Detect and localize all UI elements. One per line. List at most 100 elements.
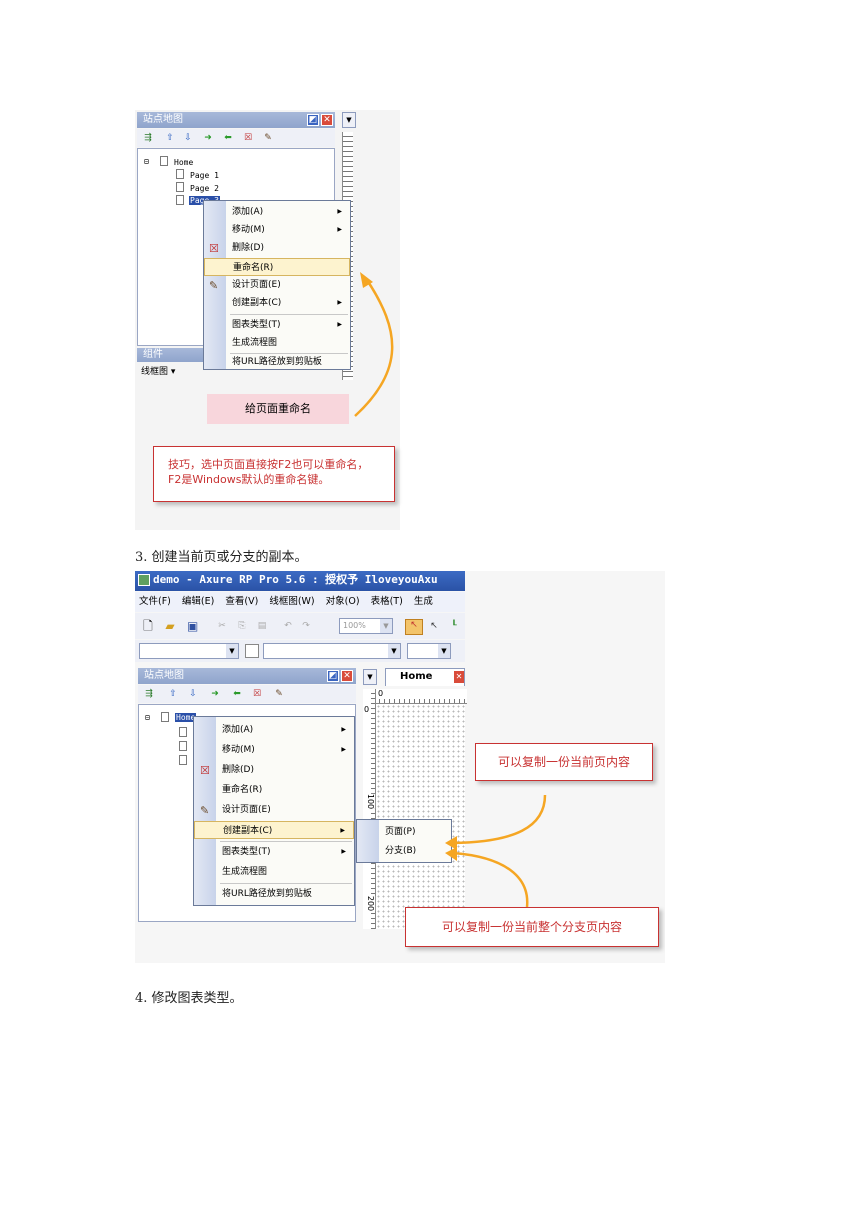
connector-tool-icon[interactable]: ↖ — [430, 621, 438, 631]
edit-page-icon[interactable]: ✎ — [275, 689, 283, 699]
pin-button[interactable]: ◩ — [307, 114, 319, 126]
close-button[interactable]: ✕ — [321, 114, 333, 126]
collapse-toggle[interactable]: ⊟ — [145, 713, 150, 722]
context-menu: 添加(A)▶ 移动(M)▶ ☒ 删除(D) 重命名(R) ✎ 设计页面(E) 创… — [203, 200, 351, 370]
arrow-annotation — [354, 272, 394, 417]
menu-item-copy-url[interactable]: 将URL路径放到剪贴板 — [204, 353, 350, 371]
redo-icon[interactable]: ↷ — [302, 621, 310, 631]
menu-item-design-page[interactable]: 设计页面(E) — [204, 276, 350, 294]
undo-icon[interactable]: ↶ — [284, 621, 292, 631]
submenu-item-page[interactable]: 页面(P) — [357, 823, 451, 841]
move-up-icon[interactable]: ⇧ — [169, 689, 177, 699]
tree-page-1[interactable]: Page 1 — [190, 171, 219, 180]
menu-item-move[interactable]: 移动(M)▶ — [194, 741, 354, 759]
menu-item-duplicate[interactable]: 创建副本(C)▶ — [204, 294, 350, 312]
menu-item-move[interactable]: 移动(M)▶ — [204, 221, 350, 239]
page-icon — [176, 195, 184, 205]
close-button[interactable]: ✕ — [341, 670, 353, 682]
add-page-icon[interactable]: ⇶ — [145, 689, 153, 699]
menu-item-rename[interactable]: 重命名(R) — [194, 781, 354, 799]
move-up-icon[interactable]: ⇧ — [166, 133, 174, 143]
format-icon[interactable] — [245, 644, 259, 658]
tree-root[interactable]: Home — [174, 158, 194, 167]
submenu-arrow-icon: ▶ — [337, 299, 342, 306]
menu-item-label: 移动(M) — [232, 225, 265, 235]
submenu-item-branch[interactable]: 分支(B) — [357, 842, 451, 860]
indent-icon[interactable]: ➜ — [211, 689, 219, 699]
outdent-icon[interactable]: ⬅ — [224, 133, 232, 143]
cut-icon[interactable]: ✂ — [218, 621, 226, 631]
style-select[interactable]: ▼ — [263, 643, 401, 659]
menu-view[interactable]: 查看(V) — [225, 596, 259, 607]
design-canvas[interactable] — [376, 704, 465, 929]
menu-item-generate-flow[interactable]: 生成流程图 — [194, 863, 354, 881]
menu-file[interactable]: 文件(F) — [139, 596, 171, 607]
tree-root-selected[interactable]: Home — [175, 713, 197, 722]
pin-button[interactable]: ◩ — [327, 670, 339, 682]
widgets-dropdown-label: 线框图 — [141, 367, 169, 377]
edit-page-icon[interactable]: ✎ — [264, 133, 272, 143]
page-icon — [179, 755, 187, 765]
menu-item-add[interactable]: 添加(A)▶ — [204, 203, 350, 221]
tab-home[interactable]: Home ✕ — [385, 668, 465, 686]
copy-icon[interactable]: ⎘ — [238, 621, 246, 631]
main-toolbar: 🗋 ▰ ▣ ✂ ⎘ ▤ ↶ ↷ 100% ▼ ↖ ↖ ┖ — [135, 613, 465, 639]
widgets-dropdown[interactable]: 线框图 ▾ — [141, 367, 176, 377]
menu-item-diagram-type[interactable]: 图表类型(T)▶ — [204, 316, 350, 334]
vertical-ruler: 0 100 200 — [363, 689, 376, 929]
menu-item-delete[interactable]: 删除(D) — [194, 761, 354, 779]
select-tool-icon[interactable]: ↖ — [405, 619, 423, 635]
menu-item-design-page[interactable]: 设计页面(E) — [194, 801, 354, 819]
menu-item-duplicate[interactable]: 创建副本(C)▶ — [194, 821, 354, 839]
tab-close-icon[interactable]: ✕ — [454, 671, 464, 683]
menu-wireframe[interactable]: 线框图(W) — [269, 596, 315, 607]
page-icon — [160, 156, 168, 166]
outdent-icon[interactable]: ⬅ — [233, 689, 241, 699]
menu-item-delete[interactable]: 删除(D) — [204, 239, 350, 257]
collapse-toggle[interactable]: ⊟ — [144, 157, 149, 166]
menu-table[interactable]: 表格(T) — [370, 596, 403, 607]
submenu-item-label: 页面(P) — [385, 827, 416, 837]
size-select[interactable]: ▼ — [407, 643, 451, 659]
menu-item-copy-url[interactable]: 将URL路径放到剪贴板 — [194, 885, 354, 903]
copy-page-callout-text: 可以复制一份当前页内容 — [497, 755, 630, 769]
design-page-icon: ✎ — [200, 804, 210, 817]
add-page-icon[interactable]: ⇶ — [144, 133, 152, 143]
menu-item-label: 设计页面(E) — [222, 805, 271, 815]
indent-icon[interactable]: ➜ — [204, 133, 212, 143]
menu-gutter — [357, 820, 379, 862]
menu-object[interactable]: 对象(O) — [325, 596, 360, 607]
menu-item-generate-flow[interactable]: 生成流程图 — [204, 334, 350, 352]
caption-step-3: 3. 创建当前页或分支的副本。 — [135, 550, 308, 565]
save-icon[interactable]: ▣ — [187, 619, 199, 633]
tab-dropdown-button[interactable]: ▼ — [363, 669, 377, 685]
new-file-icon[interactable]: 🗋 — [143, 619, 153, 633]
tab-dropdown-button[interactable]: ▼ — [342, 112, 356, 128]
menu-edit[interactable]: 编辑(E) — [181, 596, 215, 607]
menu-generate[interactable]: 生成 — [413, 596, 433, 607]
font-select[interactable]: ▼ — [139, 643, 239, 659]
delete-page-icon[interactable]: ☒ — [252, 689, 262, 699]
menu-item-add[interactable]: 添加(A)▶ — [194, 721, 354, 739]
delete-page-icon[interactable]: ☒ — [243, 133, 253, 143]
zoom-select[interactable]: 100% ▼ — [339, 618, 393, 634]
menu-item-diagram-type[interactable]: 图表类型(T)▶ — [194, 843, 354, 861]
menu-item-label: 添加(A) — [232, 207, 264, 217]
sitemap-toolbar: ⇶ ⇧ ⇩ ➜ ⬅ ☒ ✎ — [138, 685, 356, 703]
menu-item-label: 重命名(R) — [233, 263, 274, 273]
sitemap-panel-title-text: 站点地图 — [143, 114, 183, 125]
move-down-icon[interactable]: ⇩ — [184, 133, 192, 143]
format-toolbar: ▼ ▼ ▼ — [135, 640, 465, 662]
copy-page-callout: 可以复制一份当前页内容 — [475, 743, 653, 781]
menu-item-label: 图表类型(T) — [232, 320, 281, 330]
menu-item-label: 将URL路径放到剪贴板 — [232, 357, 322, 367]
submenu-arrow-icon: ▶ — [340, 827, 345, 834]
move-down-icon[interactable]: ⇩ — [189, 689, 197, 699]
paste-icon[interactable]: ▤ — [257, 621, 267, 631]
flow-tool-icon[interactable]: ┖ — [451, 621, 457, 631]
screenshot-2: demo - Axure RP Pro 5.6 : 授权予 IloveyouAx… — [135, 571, 665, 963]
menu-item-rename[interactable]: 重命名(R) — [204, 258, 350, 276]
sitemap-panel-title: 站点地图 — [137, 112, 335, 128]
tree-page-2[interactable]: Page 2 — [190, 184, 219, 193]
open-folder-icon[interactable]: ▰ — [165, 619, 175, 633]
